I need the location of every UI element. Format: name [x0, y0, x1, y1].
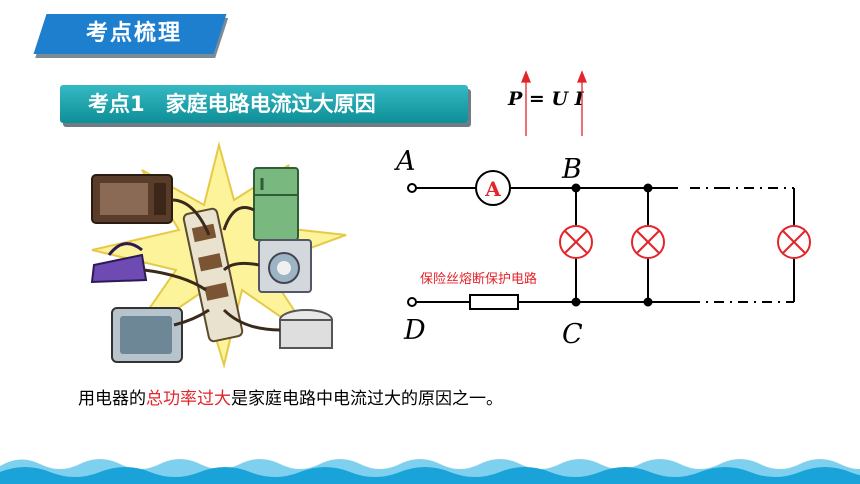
junction-c: [571, 297, 581, 307]
label-b: B: [561, 154, 582, 185]
summary-highlight: 总功率过大: [146, 389, 231, 409]
rice-cooker-icon: [279, 309, 333, 349]
lamps: [559, 225, 811, 259]
fuse-icon: [469, 294, 519, 310]
label-c: C: [562, 319, 583, 350]
washing-machine-icon: [258, 239, 312, 293]
tv-icon: [111, 307, 183, 363]
bottom-wave: [0, 459, 860, 484]
fridge-icon: [253, 167, 299, 241]
summary-after: 是家庭电路中电流过大的原因之一。: [231, 389, 503, 409]
ammeter-label: A: [484, 177, 501, 201]
junction-bottom-2: [643, 297, 653, 307]
arrow-head-2: [577, 70, 587, 83]
header-title: 考点梳理: [85, 21, 182, 46]
label-a: A: [393, 146, 416, 177]
power-strip-icon: [182, 207, 244, 343]
ammeter-icon: [475, 170, 511, 206]
section-banner: [60, 85, 468, 123]
iron-icon: [90, 242, 148, 284]
summary-before: 用电器的: [78, 389, 146, 409]
section-title: 考点1 家庭电路电流过大原因: [88, 92, 376, 116]
label-d: D: [403, 315, 426, 346]
overload-illustration: [90, 141, 347, 369]
junction-b: [571, 183, 581, 193]
power-formula: P = U I: [508, 88, 584, 110]
circuit-diagram: A A B C D 保险丝熔断保护电路: [393, 146, 811, 350]
summary-text: 用电器的总功率过大是家庭电路中电流过大的原因之一。: [78, 384, 503, 409]
formula-arrows: [521, 70, 587, 136]
junction-top-2: [643, 183, 653, 193]
terminal-a: [407, 183, 417, 193]
fuse-caption: 保险丝熔断保护电路: [420, 271, 537, 287]
power-cords: [143, 198, 281, 332]
arrow-head-1: [521, 70, 531, 83]
microwave-icon: [91, 174, 173, 224]
terminal-d: [407, 297, 417, 307]
